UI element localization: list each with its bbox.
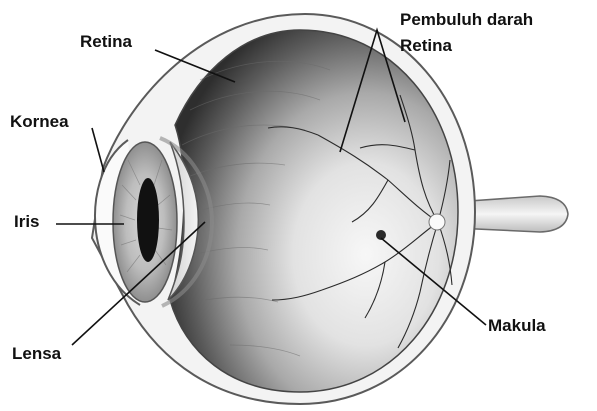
label-lensa: Lensa [12,344,61,364]
label-kornea: Kornea [10,112,69,132]
label-pembuluh-darah-line1: Pembuluh darah [400,10,533,30]
leader-line-kornea [92,128,104,172]
pupil [137,178,159,262]
label-retina: Retina [80,32,132,52]
optic-disc [429,214,445,230]
label-iris: Iris [14,212,40,232]
label-makula: Makula [488,316,546,336]
label-pembuluh-darah-line2: Retina [400,36,452,56]
